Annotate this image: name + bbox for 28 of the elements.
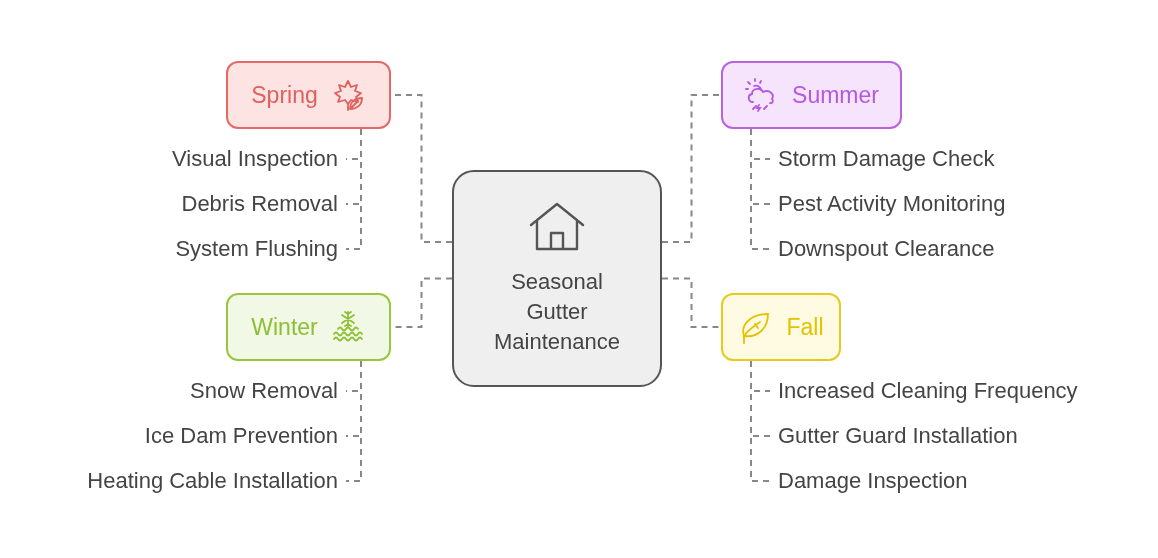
task-text: Ice Dam Prevention	[144, 421, 338, 451]
connector	[345, 360, 362, 482]
task-text: System Flushing	[175, 234, 338, 264]
task-text: Storm Damage Check	[778, 144, 995, 174]
season-label: Spring	[251, 81, 318, 109]
season-box	[721, 293, 841, 361]
season-label: Fall	[786, 313, 824, 341]
task-text: Visual Inspection	[172, 144, 338, 174]
task-text: Downspout Clearance	[778, 234, 995, 264]
season-box	[226, 293, 391, 361]
connector	[750, 360, 771, 482]
task-text: Debris Removal	[181, 189, 338, 219]
connector	[345, 128, 362, 250]
season-label: Summer	[792, 81, 879, 109]
task-text: Gutter Guard Installation	[778, 421, 1018, 451]
task-text: Pest Activity Monitoring	[778, 189, 1006, 219]
connector	[661, 277, 722, 328]
task-text: Damage Inspection	[778, 466, 968, 496]
task-text: Increased Cleaning Frequency	[778, 376, 1078, 406]
season-box	[226, 61, 391, 129]
season-box	[721, 61, 902, 129]
task-text: Heating Cable Installation	[87, 466, 338, 496]
season-label: Winter	[251, 313, 318, 341]
connector	[661, 94, 722, 243]
connector	[750, 128, 771, 250]
task-text: Snow Removal	[190, 376, 338, 406]
topic-title: Seasonal Gutter Maintenance	[493, 267, 621, 356]
topic-box	[452, 170, 662, 387]
